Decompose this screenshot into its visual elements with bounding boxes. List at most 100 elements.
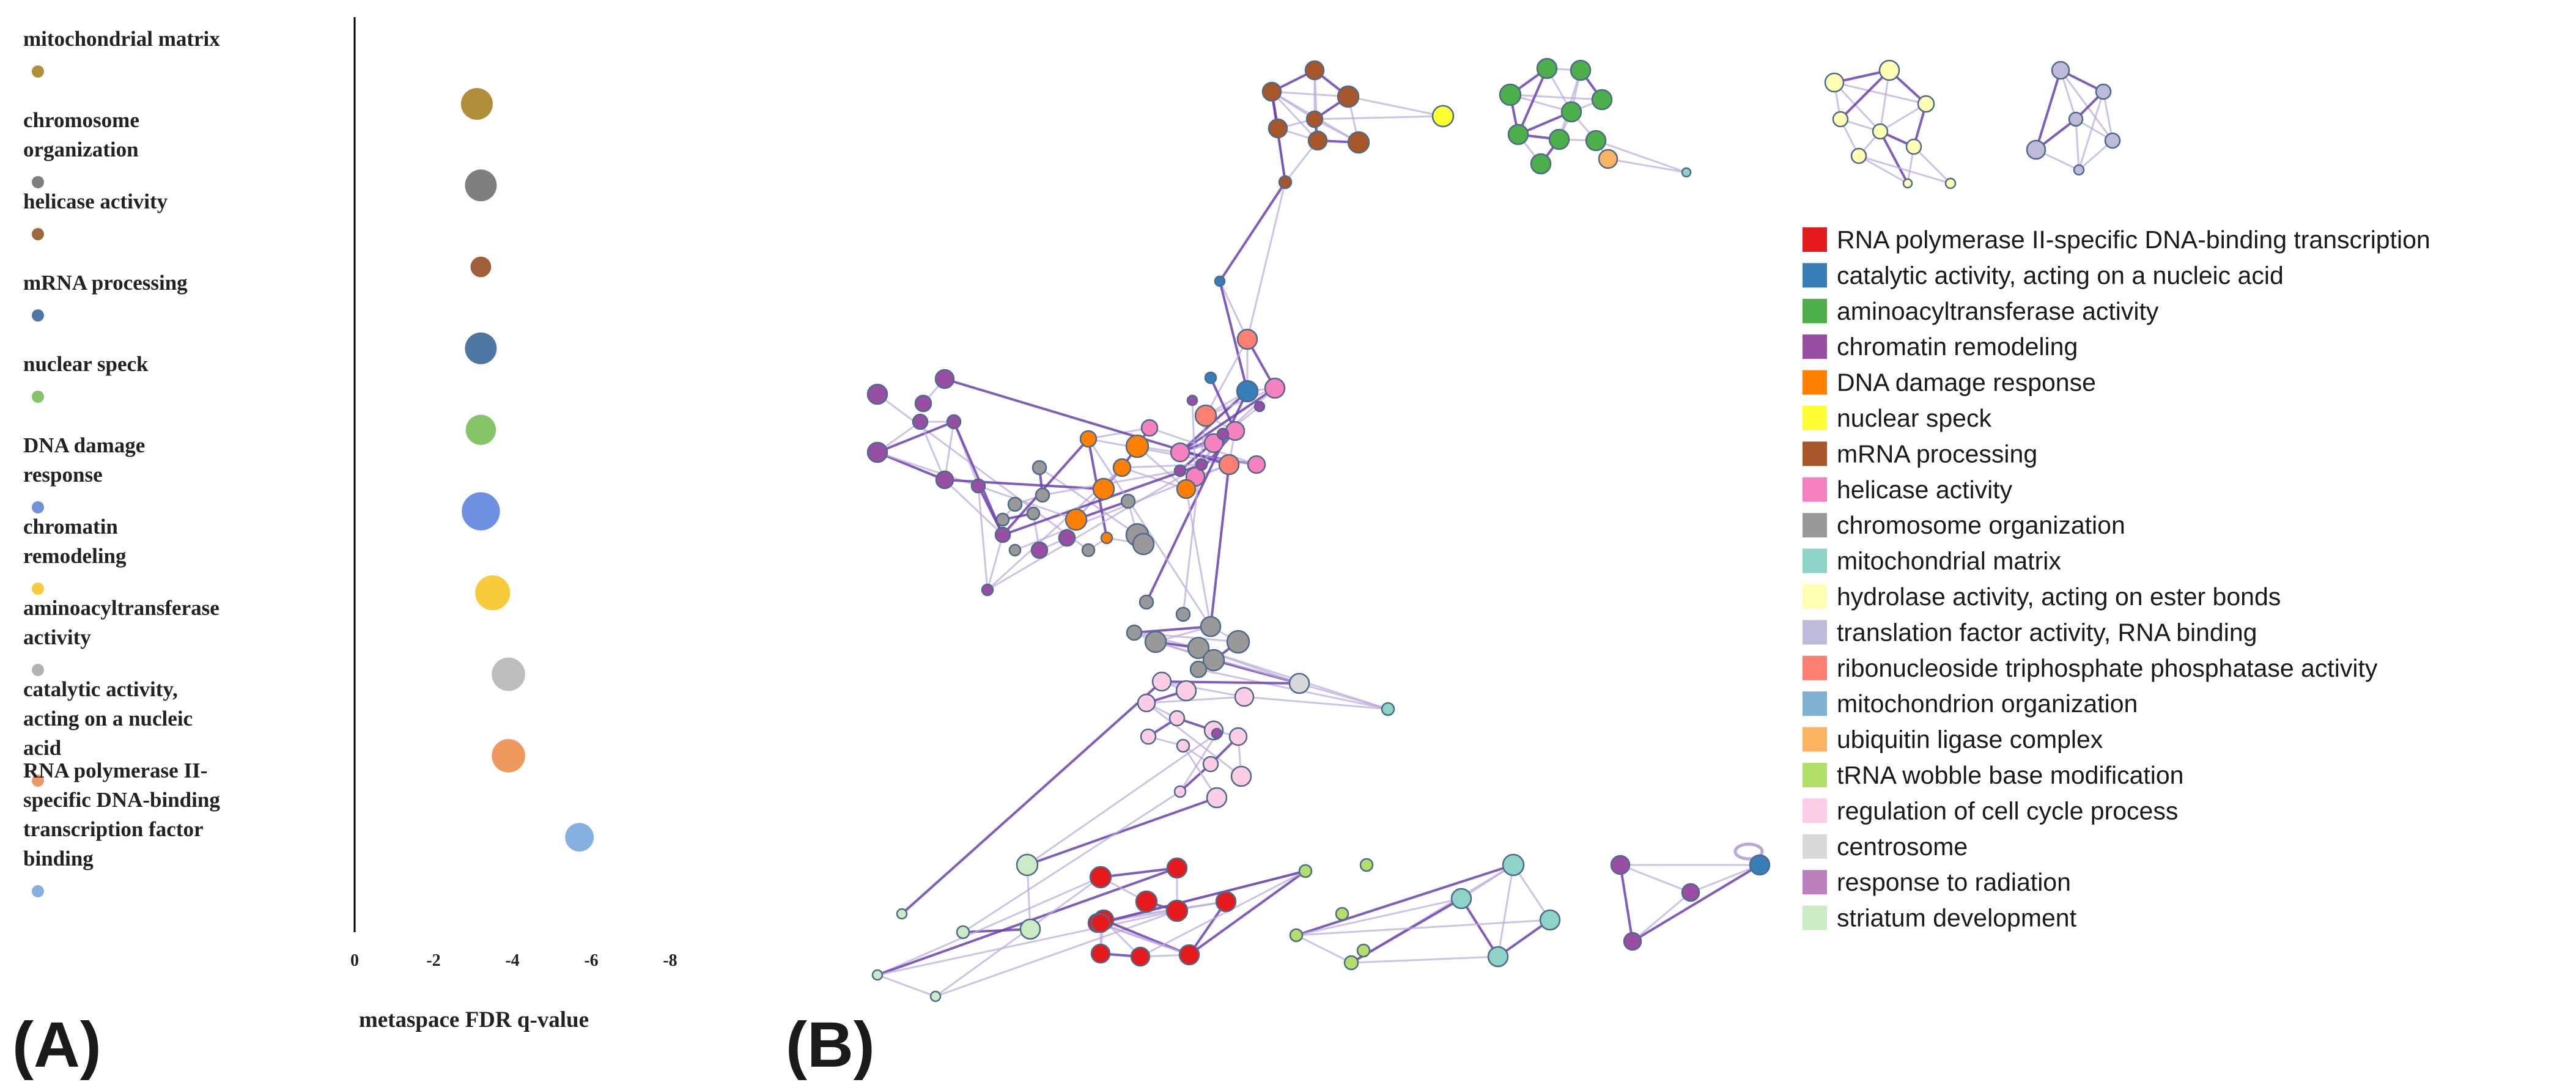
category-label-line: response [23, 463, 103, 487]
network-node-50 [1112, 458, 1132, 477]
dot-7 [492, 657, 525, 691]
network-edge [1002, 438, 1090, 536]
network-edge [1351, 955, 1499, 964]
network-edge [877, 974, 936, 998]
network-node-135 [1681, 883, 1700, 902]
network-edge [1182, 415, 1207, 615]
network-node-115 [1165, 899, 1189, 922]
network-node-68 [912, 413, 929, 430]
network-node-57 [1007, 496, 1023, 512]
network-edge [1510, 94, 1603, 101]
legend-swatch [1803, 548, 1827, 573]
legend-swatch [1803, 763, 1827, 787]
network-node-100 [1230, 765, 1252, 787]
legend-item-12: ribonucleoside triphosphate phosphatase … [1803, 654, 2378, 682]
dot-9 [565, 823, 594, 852]
network-node-35 [1214, 275, 1226, 287]
network-node-117 [1215, 891, 1237, 913]
network-node-36 [1236, 328, 1258, 350]
network-edge [977, 485, 1004, 535]
network-edge [1348, 95, 1444, 117]
legend-label: striatum development [1837, 904, 2077, 932]
network-node-102 [1176, 738, 1190, 753]
network-node-31 [2068, 111, 2084, 127]
legend-swatch [1803, 263, 1827, 288]
network-node-75 [1216, 427, 1230, 441]
network-edge [1179, 387, 1276, 454]
network-node-51 [1092, 477, 1115, 501]
x-tick-label: 0 [350, 951, 359, 970]
panel-a-label: (A) [12, 1009, 101, 1081]
category-label-line: chromatin [23, 515, 118, 539]
category-marker-dot [32, 774, 44, 787]
network-edge [1296, 919, 1551, 936]
network-node-137 [1749, 854, 1771, 876]
network-edge [1497, 864, 1515, 957]
network-node-78 [1008, 543, 1022, 557]
network-edge [1619, 864, 1634, 942]
network-edge [1858, 155, 1951, 185]
network-node-86 [1126, 624, 1143, 641]
legend-label: DNA damage response [1837, 369, 2096, 397]
network-node-70 [935, 470, 954, 490]
category-marker-dot [32, 885, 44, 897]
network-edge [943, 421, 955, 480]
network-node-37 [1236, 380, 1259, 403]
network-node-121 [1090, 943, 1111, 964]
network-edge [1039, 466, 1138, 536]
network-node-94 [1175, 680, 1197, 702]
network-node-33 [2026, 139, 2046, 160]
network-node-46 [1140, 419, 1159, 437]
x-tick-label: -4 [505, 951, 519, 970]
network-node-28 [1902, 178, 1913, 189]
network-node-108 [1019, 918, 1041, 940]
category-label-line: specific DNA-binding [23, 788, 220, 812]
category-label-line: binding [23, 847, 94, 870]
category-label-line: nuclear speck [23, 352, 149, 376]
x-tick-labels: 0-2-4-6-8 [350, 951, 677, 970]
legend-label: tRNA wobble base modification [1837, 761, 2183, 789]
network-edge [1088, 427, 1150, 440]
network-node-18 [1598, 149, 1618, 169]
network-edge [943, 479, 1004, 536]
legend-label: mitochondrial matrix [1837, 547, 2061, 575]
network-node-95 [1234, 686, 1255, 707]
network-edge [2075, 119, 2080, 171]
category-label-4: nuclear speck [23, 352, 149, 403]
category-label-line: mitochondrial matrix [23, 27, 220, 51]
category-marker-dot [32, 309, 44, 322]
network-edge [1191, 400, 1197, 477]
legend-swatch [1803, 620, 1827, 645]
network-edge [1460, 897, 1499, 958]
network-node-20 [1824, 72, 1845, 93]
network-node-24 [1872, 123, 1889, 140]
network-edge [1595, 139, 1687, 174]
network-node-42 [1225, 421, 1246, 441]
network-edge [1219, 181, 1286, 282]
network-edge [1027, 732, 1217, 866]
network-edge [1271, 90, 1319, 142]
legend-swatch [1803, 798, 1827, 823]
network-edge [1219, 281, 1249, 340]
category-marker-dot [32, 65, 44, 78]
category-marker-dot [32, 501, 44, 513]
network-node-125 [1359, 858, 1374, 872]
network-node-123 [1090, 913, 1111, 933]
network-edge [1632, 891, 1691, 943]
network-node-0 [1261, 81, 1282, 102]
legend-label: ubiquitin ligase complex [1837, 726, 2103, 754]
network-edge [1631, 864, 1761, 943]
network-node-82 [1139, 594, 1154, 610]
panel-b-network: RNA polymerase II-specific DNA-binding t… [786, 57, 2430, 1081]
network-edge [1100, 922, 1190, 956]
network-node-93 [1151, 671, 1172, 692]
network-node-27 [1944, 177, 1957, 189]
network-node-60 [1030, 541, 1049, 559]
legend-item-11: translation factor activity, RNA binding [1803, 618, 2257, 646]
network-node-2 [1337, 85, 1360, 108]
dot-2 [470, 256, 492, 278]
network-edge [877, 421, 954, 454]
